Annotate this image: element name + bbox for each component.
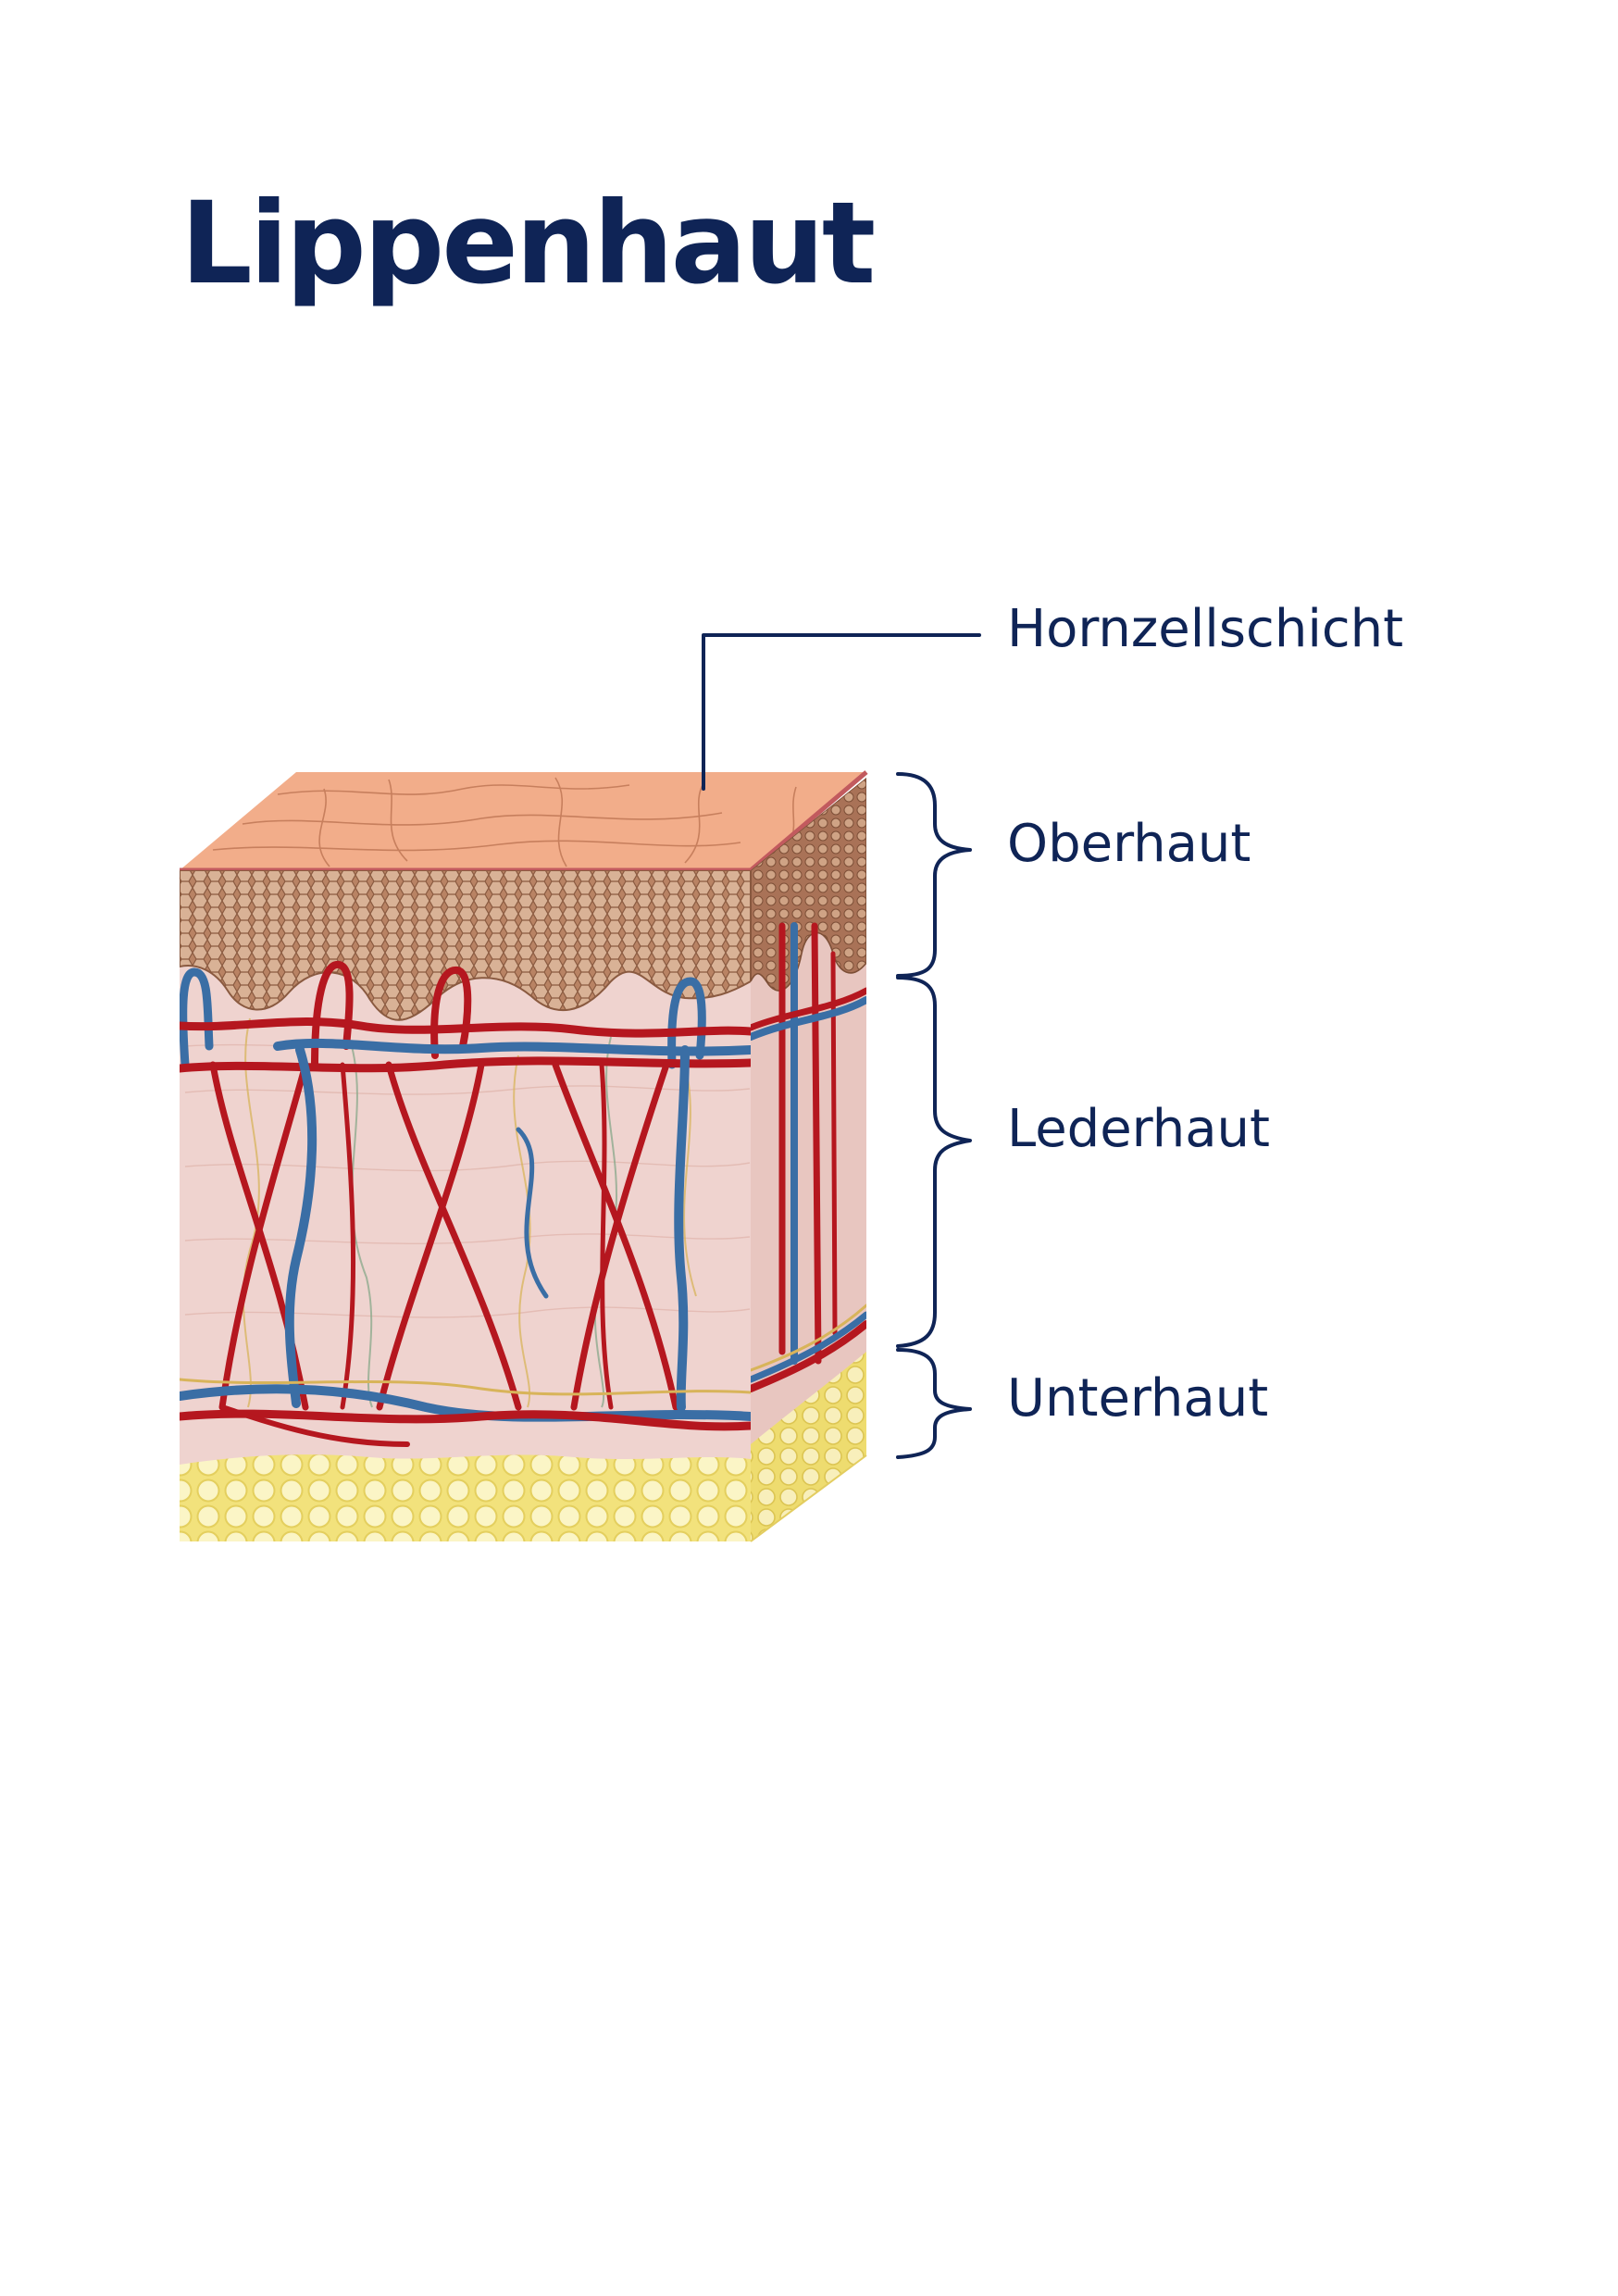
brace-unterhaut bbox=[898, 1350, 970, 1457]
subcutis-front bbox=[180, 1454, 751, 1541]
brace-lederhaut bbox=[898, 978, 970, 1346]
brace-oberhaut bbox=[898, 774, 970, 976]
front-face bbox=[180, 870, 751, 1541]
leader-hornzellschicht bbox=[703, 635, 979, 789]
side-face bbox=[751, 778, 866, 1541]
